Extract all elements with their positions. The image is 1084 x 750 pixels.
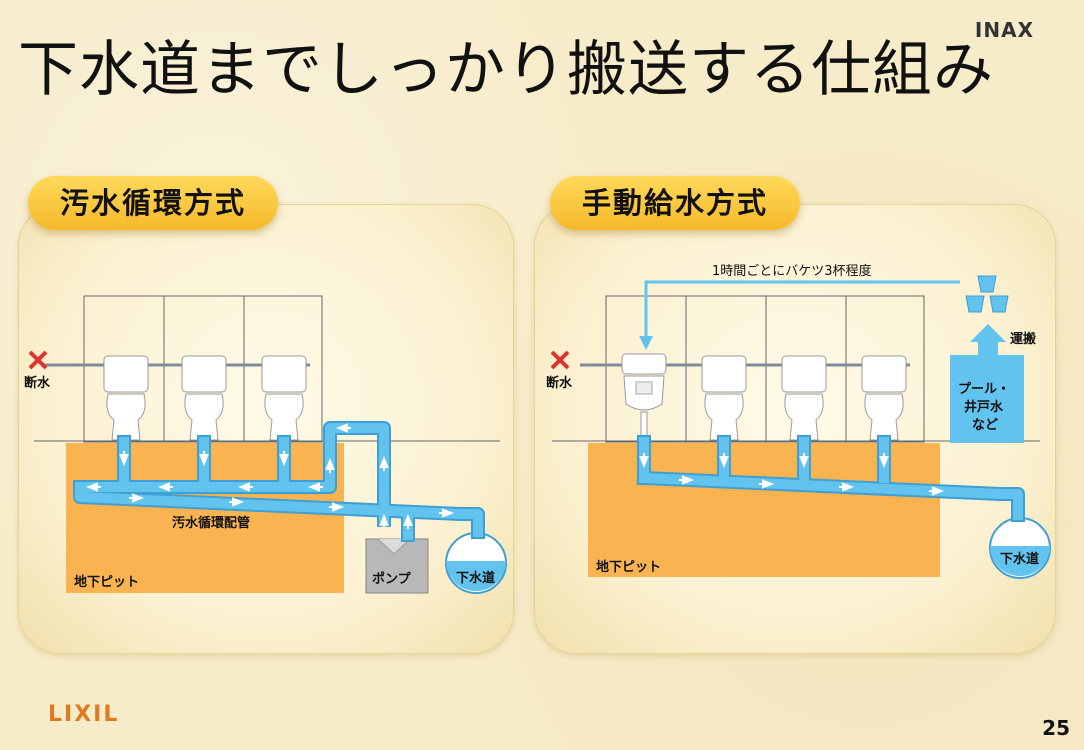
pipe-label: 汚水循環配管 — [172, 516, 251, 531]
toilet-icon — [181, 355, 227, 441]
right-heading: 手動給水方式 — [550, 176, 800, 230]
pump-label: ポンプ — [372, 572, 411, 587]
left-pipes — [73, 421, 485, 542]
inax-brand: INAX — [974, 18, 1034, 42]
water-cutoff-label-right: 断水 — [546, 376, 573, 391]
toilet-icon — [261, 355, 307, 441]
sewer-tank-left — [445, 532, 507, 594]
arrow-up-icon — [970, 324, 1006, 356]
pit-label-left: 地下ピット — [74, 575, 140, 590]
pit-label-right: 地下ピット — [596, 560, 662, 575]
bucket-icon — [965, 275, 1009, 313]
toilet-icon — [701, 355, 747, 441]
x-mark-icon — [550, 350, 570, 370]
toilet-icon — [781, 355, 827, 441]
left-heading: 汚水循環方式 — [28, 176, 278, 230]
page-title: 下水道までしっかり搬送する仕組み — [18, 35, 994, 105]
lixil-logo: LIXIL — [48, 702, 120, 727]
right-pipes — [636, 435, 1025, 522]
page-number: 25 — [1042, 716, 1070, 740]
x-mark-icon — [28, 350, 48, 370]
water-source-box — [950, 355, 1024, 443]
urinal-icon — [621, 353, 667, 441]
bucket-note: 1時間ごとにバケツ3杯程度 — [712, 264, 872, 279]
sewer-label-right: 下水道 — [1000, 552, 1040, 567]
source-label-1: プール・ — [958, 382, 1011, 397]
water-cutoff-label-left: 断水 — [24, 376, 51, 391]
transport-label: 運搬 — [1010, 332, 1037, 347]
supply-line — [639, 280, 960, 350]
source-label-2: 井戸水 — [964, 400, 1004, 415]
toilet-icon — [103, 355, 149, 441]
toilet-icon — [861, 355, 907, 441]
sewer-label-left: 下水道 — [456, 571, 496, 586]
source-label-3: など — [972, 418, 999, 433]
pump-icon — [365, 538, 429, 594]
